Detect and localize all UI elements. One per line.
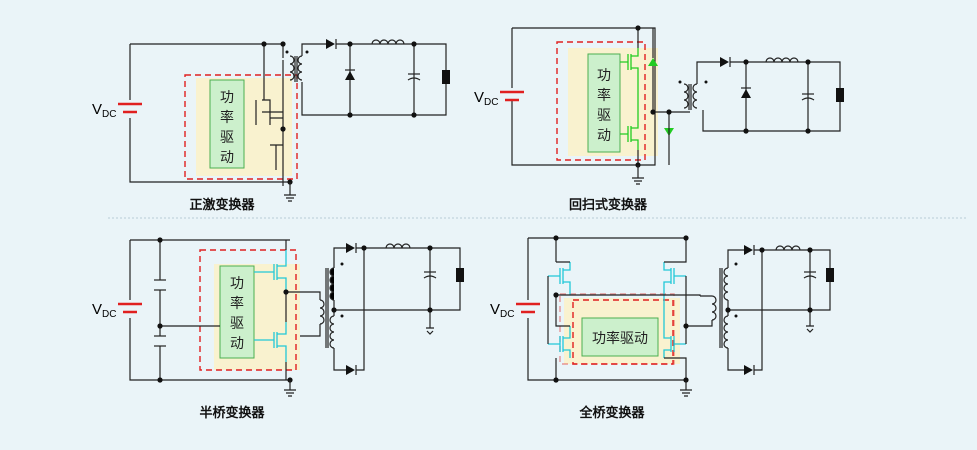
capacitor-icon [803, 271, 817, 279]
caption-full-bridge: 全桥变换器 [578, 405, 645, 421]
drive-label: 功率驱动 [592, 330, 648, 347]
junction-dot [261, 41, 267, 47]
capacitor-icon [154, 335, 166, 347]
ground-icon [426, 327, 434, 335]
bridge-wiring [547, 238, 706, 380]
drive-char-2: 率 [597, 87, 611, 104]
transformer-icon [711, 267, 729, 349]
drive-char-4: 动 [230, 336, 244, 352]
drive-char-1: 功 [230, 276, 244, 292]
mosfet-cyan-icon [548, 262, 686, 358]
load-resistor-icon [442, 70, 450, 84]
ground-icon [680, 389, 692, 397]
dashed-boundary [556, 41, 646, 161]
dashed-boundary [572, 299, 674, 365]
polarity-dot [305, 50, 309, 54]
drive-char-2: 率 [230, 295, 244, 312]
full-bridge-converter: 功率驱动 VDC [490, 235, 834, 421]
vdc-battery [500, 90, 524, 102]
mosfet-green-icon [620, 48, 639, 150]
diode-green-icon [648, 58, 658, 66]
secondary-wiring [333, 247, 461, 371]
drive-char-3: 驱 [597, 108, 611, 124]
drive-char-3: 驱 [220, 130, 234, 146]
drive-char-4: 动 [220, 150, 234, 166]
mosfet-cyan-icon [254, 250, 287, 362]
drive-char-1: 功 [597, 68, 611, 84]
secondary-wiring [727, 249, 831, 371]
bridge-wiring [285, 240, 321, 380]
capacitor-icon [154, 279, 166, 291]
dashed-boundary [184, 74, 298, 180]
inductor-icon [775, 245, 801, 251]
freewheel-diode-icon [741, 89, 751, 98]
drive-char-1: 功 [220, 90, 234, 106]
flyback-converter: 功 率 驱 动 VDC [474, 25, 844, 213]
forward-converter: 功 率 驱 动 VDC [92, 39, 450, 213]
freewheel-diode-icon [345, 71, 355, 80]
capacitor-icon [423, 271, 437, 279]
ground-icon [284, 389, 296, 397]
ground-icon [806, 325, 814, 333]
vdc-battery [118, 302, 142, 314]
polarity-dot [285, 50, 289, 54]
transformer-icon [289, 55, 303, 82]
load-resistor-icon [456, 268, 464, 282]
ground-icon [632, 177, 644, 185]
caption-forward: 正激变换器 [189, 197, 255, 213]
vdc-label: VDC [92, 101, 116, 120]
secondary-wiring [696, 61, 841, 132]
power-drive-box [209, 79, 245, 169]
diode-icon [720, 57, 729, 67]
power-drive-box [587, 53, 621, 153]
diode-icon [346, 365, 355, 375]
junction-dot [280, 41, 286, 47]
load-resistor-icon [836, 88, 844, 102]
drive-char-4: 动 [597, 128, 611, 144]
diode-icon [744, 245, 753, 255]
source-wiring [129, 239, 290, 381]
inductor-icon [371, 39, 405, 45]
load-resistor-icon [826, 268, 834, 282]
caption-half-bridge: 半桥变换器 [199, 405, 265, 421]
drive-char-3: 驱 [230, 316, 244, 332]
capacitor-icon [407, 73, 421, 81]
primary-wiring [255, 44, 284, 186]
vdc-battery [118, 102, 142, 114]
ground-icon [284, 194, 296, 202]
source-wiring [527, 237, 686, 381]
transformer-icon [683, 83, 698, 110]
power-drive-box [219, 265, 255, 359]
power-drive-box [581, 317, 659, 357]
diode-icon [744, 365, 753, 375]
dashed-boundary [199, 249, 297, 371]
diode-icon [346, 243, 355, 253]
transformer-icon [319, 267, 335, 349]
vdc-label: VDC [490, 301, 514, 320]
source-wiring [511, 27, 656, 166]
vdc-battery [516, 302, 540, 314]
source-wiring [129, 43, 290, 183]
vdc-label: VDC [474, 89, 498, 108]
vdc-label: VDC [92, 301, 116, 320]
drive-char-2: 率 [220, 109, 234, 126]
diode-icon [326, 39, 335, 49]
junction-dot [280, 126, 286, 132]
capacitor-icon [801, 93, 815, 101]
inductor-icon [765, 57, 799, 63]
caption-flyback: 回扫式变换器 [569, 197, 648, 213]
inductor-icon [385, 243, 411, 249]
secondary-wiring [301, 43, 447, 116]
half-bridge-converter: 功 率 驱 动 VDC [92, 237, 464, 421]
